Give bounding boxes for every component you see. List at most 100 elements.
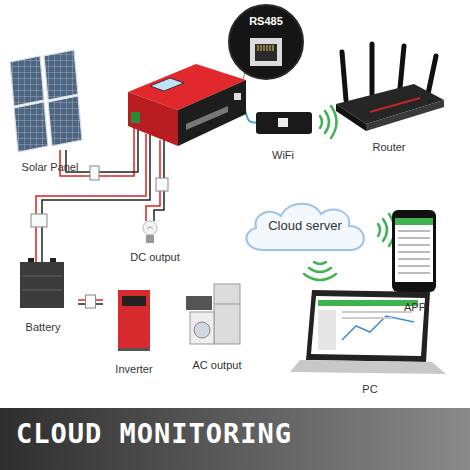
app-label: APP: [384, 204, 446, 314]
battery-label: Battery: [8, 256, 78, 334]
wave: [331, 106, 337, 138]
breaker: [156, 178, 168, 191]
zoom-fill: [229, 5, 303, 79]
inverter: [118, 290, 150, 351]
washer-door: [194, 322, 210, 338]
router-side: [366, 100, 444, 131]
inverter-foot: [118, 348, 150, 351]
battery-body: [20, 262, 64, 308]
breakers: [31, 166, 168, 227]
laptop-base: [290, 360, 446, 374]
node-text: Cloud server: [268, 219, 342, 234]
node-text: APP: [404, 301, 426, 314]
bulb-coil: [147, 227, 153, 229]
terminal-row: [186, 106, 228, 130]
controller-lcd: [150, 78, 184, 91]
inverter-body: [118, 290, 150, 350]
laptop-screen: [311, 296, 425, 356]
router-label: Router: [330, 30, 448, 154]
battery-terminal: [50, 258, 56, 262]
microwave: [186, 296, 212, 310]
node-text: Inverter: [115, 363, 152, 376]
battery-terminal: [28, 258, 34, 262]
rs485-port: [234, 93, 241, 100]
router: [336, 44, 444, 131]
inverter-panel: [122, 296, 146, 306]
screen-rows: [342, 312, 412, 318]
battery-stripes: [22, 276, 62, 290]
wave: [325, 111, 329, 133]
title-banner: [0, 408, 470, 470]
node-text: PC: [362, 383, 377, 396]
appliances: [186, 284, 240, 344]
wire: [42, 134, 150, 262]
port-pins: [258, 45, 273, 51]
wifi-label: WiFi: [250, 106, 316, 162]
rs485-zoom: [229, 5, 303, 79]
router-front: [336, 104, 366, 131]
rs485-callout: RS485: [228, 4, 304, 80]
inverter-label: Inverter: [103, 284, 165, 376]
port-socket: [255, 44, 277, 61]
port-shell: [250, 38, 282, 66]
app-rows: [398, 231, 430, 273]
node-text: AC output: [193, 359, 242, 372]
wave: [378, 224, 380, 236]
solar-panel: [10, 56, 44, 106]
laptop-bezel: [306, 290, 430, 362]
wave: [314, 262, 326, 264]
screen-header: [318, 300, 418, 306]
node-text: RS485: [249, 15, 283, 28]
banner-title: CLOUD MONITORING: [16, 418, 292, 449]
cloud-server: Cloud server: [238, 198, 372, 254]
pc-label: PC: [290, 284, 450, 396]
solar-panel: [14, 102, 48, 152]
dc-bulb: [143, 221, 157, 243]
solar-panel: [44, 50, 78, 100]
wave: [383, 219, 387, 241]
node-text: Battery: [26, 321, 61, 334]
wave: [309, 268, 331, 272]
ac-output-label: AC output: [178, 280, 256, 372]
controller-side: [178, 80, 246, 146]
solar-panel-label: Solar Panel: [0, 52, 100, 174]
breaker: [86, 295, 96, 308]
terminal-block: [131, 112, 140, 123]
wireless-waves: [304, 106, 395, 280]
screen-sidebar: [318, 310, 336, 350]
dc-output-label: DC output: [118, 208, 192, 264]
screen-chart: [342, 316, 414, 340]
node-text: DC output: [130, 251, 180, 264]
fridge: [214, 284, 240, 344]
router-accent: [370, 98, 420, 112]
solar-panel: [48, 96, 82, 146]
washer: [190, 312, 214, 344]
wave: [304, 274, 336, 280]
breaker: [90, 166, 99, 180]
controller-front: [128, 92, 178, 146]
power-wire: [78, 295, 103, 308]
fridge-line: [214, 304, 240, 305]
phone-body: [392, 210, 436, 292]
bulb-base: [146, 235, 154, 243]
laptop: [290, 290, 446, 374]
app-bar: [395, 218, 433, 225]
bulb-glass: [143, 221, 157, 235]
solar-panels: [10, 50, 82, 152]
node-text: Router: [372, 141, 405, 154]
wire: [36, 134, 146, 262]
breaker: [31, 214, 47, 227]
node-text: Solar Panel: [22, 161, 79, 174]
phone: [392, 210, 436, 292]
charge-controller: [128, 64, 246, 146]
cloud-outline: [246, 204, 363, 250]
wifi-module: [256, 112, 312, 134]
wifi-logo: [278, 118, 288, 127]
node-text: WiFi: [272, 149, 294, 162]
phone-screen: [395, 218, 433, 282]
wave: [320, 116, 322, 128]
battery: [20, 258, 64, 308]
